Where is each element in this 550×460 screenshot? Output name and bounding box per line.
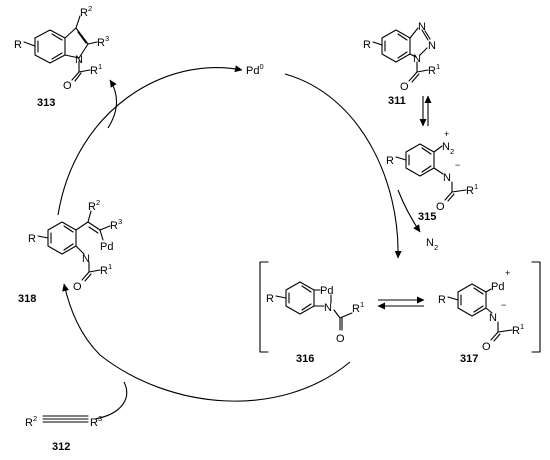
nitrogen-gas-byproduct: N2 [426, 237, 438, 252]
compound-311-benzotriazole: R N N N O R1 [363, 21, 440, 93]
nitrogen-atom: N [324, 302, 332, 314]
diazonium-group: N2 [442, 141, 454, 156]
arc-to-313 [107, 79, 118, 129]
label-315: 315 [418, 211, 436, 223]
r3-substituent: R3 [97, 34, 109, 49]
palladium-atom: Pd [491, 281, 504, 293]
r2-substituent: R2 [25, 414, 37, 429]
palladium-atom: Pd [320, 285, 333, 297]
oxygen-atom: O [436, 201, 445, 213]
compound-312-alkyne: R2 R3 [25, 414, 102, 429]
r-substituent: R [14, 39, 22, 51]
r3-substituent: R3 [110, 217, 122, 232]
compound-313-indole: R R2 R3 N O R1 [14, 4, 109, 92]
cycle-arc-bottom [62, 283, 351, 402]
resonance-brackets [259, 261, 541, 353]
compound-317-aryl-palladium: R Pd + N − O R1 [438, 268, 524, 353]
oxygen-atom: O [336, 333, 345, 345]
compound-318-vinyl-palladium: R R2 R3 Pd N O R1 [28, 198, 122, 293]
label-317: 317 [460, 353, 478, 365]
equilibrium-arrows-311-315 [419, 95, 432, 127]
r3-substituent: R3 [90, 414, 102, 429]
r2-substituent: R2 [80, 4, 92, 19]
nitrogen-atom: N [75, 54, 83, 66]
r-substituent: R [386, 155, 394, 167]
pd0-catalyst: Pd0 [246, 62, 264, 77]
n2-release-arrow [397, 189, 421, 233]
oxygen-atom: O [73, 281, 82, 293]
r1-substituent: R1 [512, 322, 524, 337]
positive-charge: + [505, 268, 510, 278]
cycle-arc-top-left [57, 65, 243, 216]
nitrogen-atom: N [428, 40, 436, 52]
r2-substituent: R2 [88, 198, 100, 213]
r-substituent: R [363, 39, 371, 51]
r-substituent: R [28, 233, 36, 245]
oxygen-atom: O [482, 341, 491, 353]
nitrogen-atom: N [443, 172, 451, 184]
negative-charge: − [455, 160, 460, 170]
nitrogen-atom: N [418, 21, 426, 33]
r1-substituent: R1 [90, 62, 102, 77]
alkyne-entry-arrow [94, 381, 128, 420]
positive-charge: + [444, 129, 449, 139]
oxygen-atom: O [400, 81, 409, 93]
label-316: 316 [296, 353, 314, 365]
nitrogen-atom: N [489, 312, 497, 324]
label-318: 318 [18, 293, 36, 305]
catalytic-cycle-arrows [57, 65, 421, 420]
nitrogen-atom: N [82, 253, 90, 265]
r1-substituent: R1 [466, 182, 478, 197]
r-substituent: R [438, 294, 446, 306]
r1-substituent: R1 [428, 62, 440, 77]
palladium-atom: Pd [100, 241, 113, 253]
compound-315-diazonium: R N2 + N − O R1 [386, 129, 478, 213]
nitrogen-atom: N [413, 53, 421, 65]
label-313: 313 [37, 97, 55, 109]
cycle-arc-right [284, 73, 402, 259]
label-312: 312 [52, 441, 70, 453]
r-substituent: R [266, 293, 274, 305]
label-311: 311 [388, 95, 406, 107]
equilibrium-arrows-316-317 [377, 296, 425, 310]
r1-substituent: R1 [352, 300, 364, 315]
compound-316-palladacycle: R Pd N O R1 [266, 281, 364, 345]
negative-charge: − [501, 300, 506, 310]
oxygen-atom: O [63, 80, 72, 92]
r1-substituent: R1 [100, 262, 112, 277]
